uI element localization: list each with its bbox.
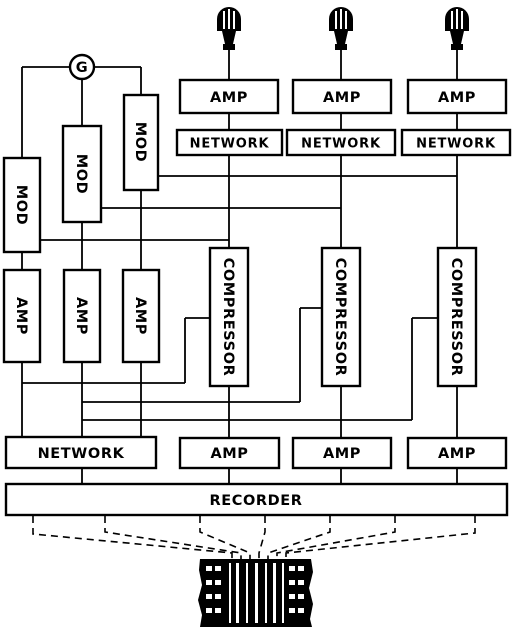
left-amp-1: AMP <box>2 268 42 364</box>
recording-paths <box>32 516 476 566</box>
mic-amp-label: AMP <box>323 90 361 106</box>
mod-label: MOD <box>132 122 148 163</box>
mod-box-3: MOD <box>122 93 160 192</box>
mic-network-3: NETWORK <box>400 128 512 157</box>
left-amp-label: AMP <box>13 297 29 335</box>
mic-amp-2: AMP <box>291 78 393 115</box>
mod-label: MOD <box>13 185 29 226</box>
film-strip-icon <box>198 559 313 627</box>
generator-icon: G <box>68 53 96 81</box>
mod-box-1: MOD <box>2 156 42 254</box>
mic-amp-1: AMP <box>178 78 280 115</box>
left-amp-3: AMP <box>121 268 161 364</box>
microphone-icon <box>329 7 353 50</box>
compressor-3: COMPRESSOR <box>436 246 478 388</box>
compressor-label: COMPRESSOR <box>220 258 236 377</box>
bottom-amp-3: AMP <box>406 436 508 470</box>
bottom-amp-1: AMP <box>178 436 281 470</box>
compressor-label: COMPRESSOR <box>332 258 348 377</box>
mic-network-1: NETWORK <box>175 128 284 157</box>
bottom-network: NETWORK <box>4 435 158 470</box>
left-amp-label: AMP <box>73 297 89 335</box>
recorder: RECORDER <box>4 482 509 517</box>
mic-network-label: NETWORK <box>416 137 496 152</box>
left-amp-label: AMP <box>132 297 148 335</box>
compressor-1: COMPRESSOR <box>208 246 250 388</box>
generator-label: G <box>76 60 89 76</box>
mod-label: MOD <box>73 154 89 195</box>
recorder-label: RECORDER <box>209 493 302 509</box>
mic-amp-3: AMP <box>406 78 508 115</box>
bottom-amp-2: AMP <box>291 436 393 470</box>
compressor-2: COMPRESSOR <box>320 246 362 388</box>
mic-amp-label: AMP <box>210 90 248 106</box>
bottom-amp-label: AMP <box>323 446 361 462</box>
mod-box-2: MOD <box>61 124 103 224</box>
compressor-label: COMPRESSOR <box>448 258 464 377</box>
mic-network-2: NETWORK <box>285 128 397 157</box>
left-amp-2: AMP <box>62 268 102 364</box>
mic-amp-label: AMP <box>438 90 476 106</box>
bottom-amp-label: AMP <box>438 446 476 462</box>
microphone-icon <box>217 7 241 50</box>
bottom-network-label: NETWORK <box>38 446 125 462</box>
mic-network-label: NETWORK <box>190 137 270 152</box>
bottom-amp-label: AMP <box>210 446 248 462</box>
microphone-icon <box>445 7 469 50</box>
mic-network-label: NETWORK <box>301 137 381 152</box>
